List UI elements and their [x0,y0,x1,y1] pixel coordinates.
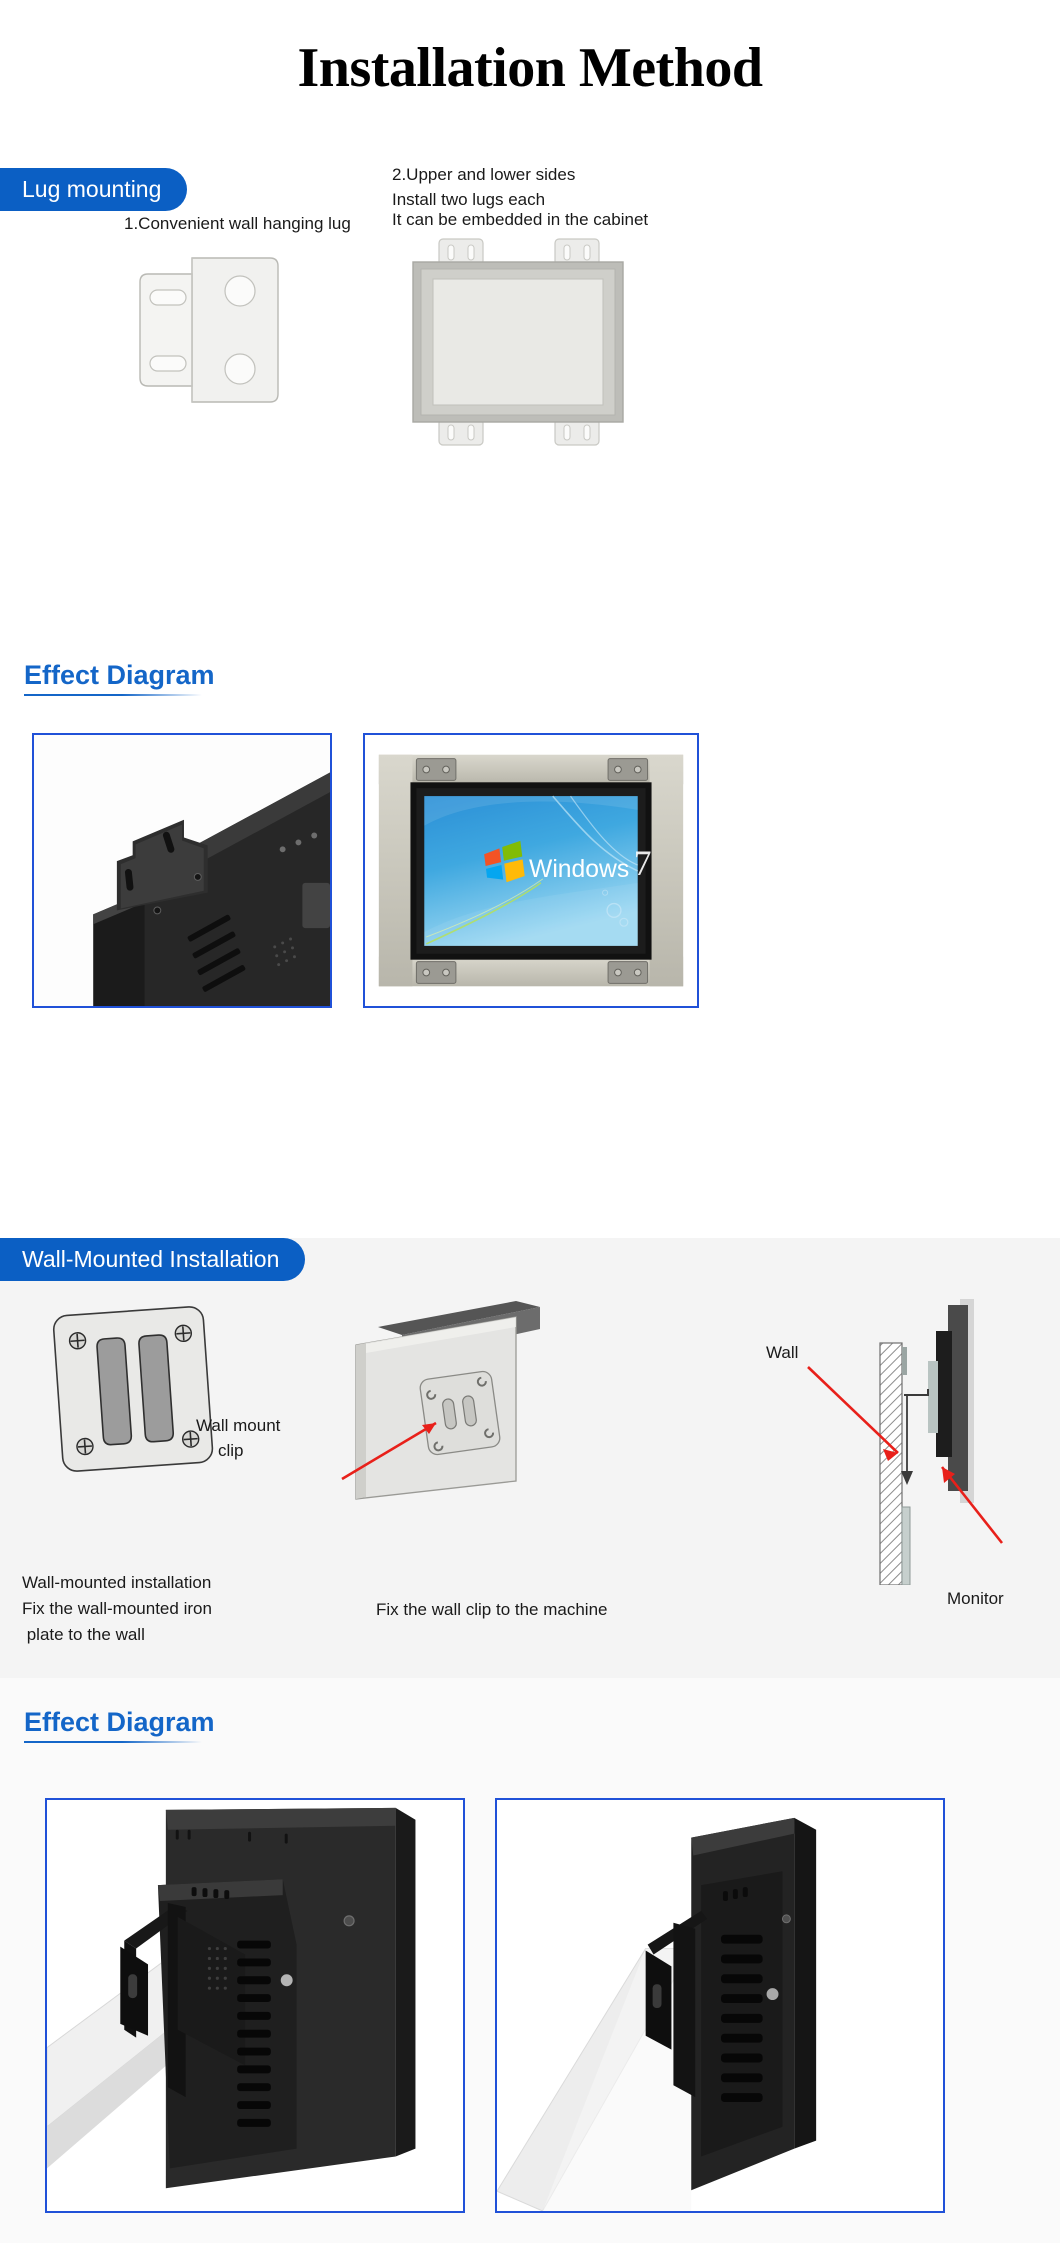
bracket-br [607,961,649,984]
lug-bottom-left [438,418,484,446]
lug-top-right [554,238,600,266]
caption-upper-lower-line1: 2.Upper and lower sides [392,165,576,184]
bracket-tl [415,758,457,781]
effect-diagram-underline-1 [24,694,202,696]
caption-convenient-wall-hanging-lug: 1.Convenient wall hanging lug [124,214,351,233]
photo-lug-bracket-closeup [32,733,332,1008]
effect-diagram-heading-1-label: Effect Diagram [24,660,215,690]
windows-logo-icon [484,840,525,883]
effect-diagram-heading-2: Effect Diagram [24,1707,215,1743]
wall-plate-drawing [38,1293,228,1483]
effect-diagram-heading-2-label: Effect Diagram [24,1707,215,1737]
caption-upper-lower-line3: It can be embedded in the cabinet [392,210,649,229]
photo-wall-mounted-right [495,1798,945,2213]
caption-wall-mounted-line2: Fix the wall-mounted iron [22,1599,212,1618]
red-arrow-to-clip [341,1421,437,1481]
photo-windows7-monitor: Windows 7 [363,733,699,1008]
screen-text-seven: 7 [634,843,652,883]
lug-top-left [438,238,484,266]
red-arrow-to-monitor [940,1466,1004,1544]
section-tab-lug-mounting: Lug mounting [0,168,188,211]
caption-upper-lower-line2: Install two lugs each [392,190,546,209]
photo-wall-mounted-left [45,1798,465,2213]
caption-wall-mounted-line1: Wall-mounted installation [22,1573,212,1592]
hang-direction-arrow [901,1395,913,1485]
vesa-clip [419,1370,501,1456]
caption-fix-wall-clip: Fix the wall clip to the machine [376,1600,608,1619]
effect-diagram-heading-1: Effect Diagram [24,660,215,696]
screen-text-windows: Windows [529,856,629,883]
side-view-wall-monitor-drawing [752,1285,1042,1585]
section-tab-wall-mounted: Wall-Mounted Installation [0,1238,306,1281]
bracket-bl [415,961,457,984]
label-monitor: Monitor [947,1589,1004,1608]
bracket-tr [607,758,649,781]
label-wall: Wall [766,1343,799,1362]
label-wall-mount-clip-line2: clip [218,1441,244,1460]
cabinet-monitor-drawing [403,237,633,447]
page-title: Installation Method [297,37,764,99]
red-arrow-to-wall [807,1366,899,1461]
wall-clip-on-machine-drawing [320,1283,550,1503]
section-tab-wall-mounted-label: Wall-Mounted Installation [22,1246,280,1272]
section-tab-lug-mounting-label: Lug mounting [22,176,162,202]
label-wall-mount-clip-line1: Wall mount [196,1416,281,1435]
lug-bracket-drawing [122,250,292,410]
lug-bottom-right [554,418,600,446]
caption-wall-mounted-line3: plate to the wall [22,1625,145,1644]
effect-diagram-underline-2 [24,1741,202,1743]
